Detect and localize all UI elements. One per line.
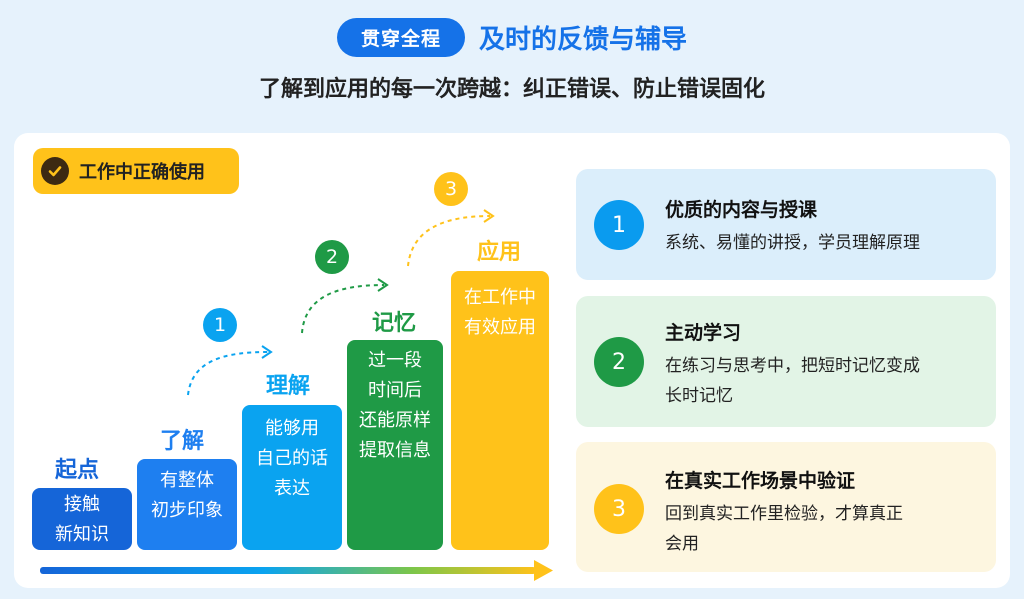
step-line: 时间后 (368, 380, 422, 401)
card-number-3: 3 (594, 484, 644, 534)
step-title-remember: 记忆 (372, 311, 417, 336)
card-3: 3 在真实工作场景中验证 回到真实工作里检验，才算真正 会用 (576, 442, 996, 572)
page-title: 及时的反馈与辅导 (479, 25, 688, 55)
step-title-know: 了解 (160, 429, 205, 454)
step-line: 有效应用 (464, 317, 536, 338)
check-circle-icon (41, 157, 69, 185)
step-line: 过一段 (368, 350, 422, 371)
page-subtitle: 了解到应用的每一次跨越：纠正错误、防止错误固化 (258, 77, 765, 102)
card-desc-3: 回到真实工作里检验，才算真正 会用 (665, 499, 985, 559)
step-title-start: 起点 (55, 458, 100, 483)
goal-badge: 工作中正确使用 (33, 148, 239, 194)
step-title-apply: 应用 (477, 240, 522, 265)
card-desc-line: 长时记忆 (665, 386, 733, 406)
card-desc-line: 回到真实工作里检验，才算真正 (665, 504, 903, 524)
card-number-2: 2 (594, 337, 644, 387)
transition-number-1: 1 (203, 308, 237, 342)
transition-number-3: 3 (434, 172, 468, 206)
step-block-remember: 过一段 时间后 还能原样 提取信息 (347, 340, 443, 550)
step-line: 在工作中 (464, 287, 536, 308)
card-number-1: 1 (594, 200, 644, 250)
card-title-1: 优质的内容与授课 (665, 199, 818, 221)
step-line: 有整体 (160, 470, 214, 491)
step-line: 提取信息 (359, 440, 431, 461)
step-block-apply: 在工作中 有效应用 (451, 271, 549, 550)
card-desc-line: 在练习与思考中，把短时记忆变成 (665, 356, 920, 376)
step-title-understand: 理解 (266, 374, 311, 399)
card-desc-1: 系统、易懂的讲授，学员理解原理 (665, 228, 985, 258)
badge-label: 工作中正确使用 (79, 162, 205, 183)
step-block-start: 接触 新知识 (32, 488, 132, 550)
card-title-2: 主动学习 (665, 322, 742, 344)
step-block-know: 有整体 初步印象 (137, 459, 237, 550)
card-2: 2 主动学习 在练习与思考中，把短时记忆变成 长时记忆 (576, 296, 996, 427)
step-line: 新知识 (55, 524, 109, 545)
step-line: 接触 (64, 494, 100, 515)
card-desc-2: 在练习与思考中，把短时记忆变成 长时记忆 (665, 351, 985, 411)
card-title-3: 在真实工作场景中验证 (665, 470, 856, 492)
card-1: 1 优质的内容与授课 系统、易懂的讲授，学员理解原理 (576, 169, 996, 280)
title-row: 贯穿全程 及时的反馈与辅导 (0, 18, 1024, 57)
step-line: 表达 (274, 478, 310, 499)
step-line: 能够用 (265, 418, 319, 439)
transition-number-2: 2 (315, 240, 349, 274)
header-pill: 贯穿全程 (336, 18, 465, 57)
header: 贯穿全程 及时的反馈与辅导 了解到应用的每一次跨越：纠正错误、防止错误固化 (0, 18, 1024, 103)
step-line: 自己的话 (256, 448, 328, 469)
step-line: 还能原样 (359, 410, 431, 431)
card-desc-line: 系统、易懂的讲授，学员理解原理 (665, 233, 920, 253)
card-desc-line: 会用 (665, 534, 699, 554)
step-block-understand: 能够用 自己的话 表达 (242, 405, 342, 550)
step-line: 初步印象 (151, 500, 223, 521)
